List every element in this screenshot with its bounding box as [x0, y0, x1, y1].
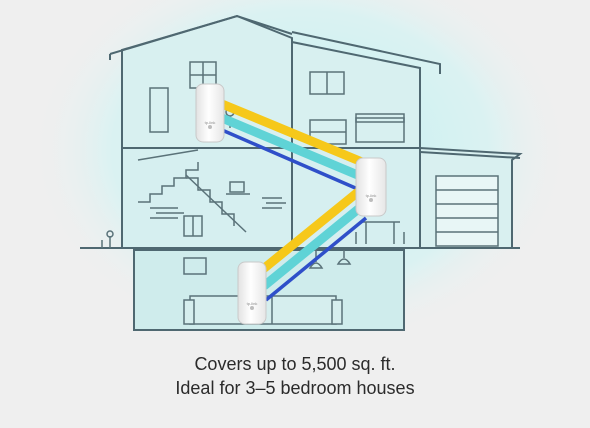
upper-floor-unit: tp-link	[196, 84, 224, 142]
garage-door	[436, 176, 498, 246]
house-size-text: Ideal for 3–5 bedroom houses	[0, 376, 590, 400]
house-illustration: tp-link tp-link tp-link	[0, 0, 590, 340]
coverage-text: Covers up to 5,500 sq. ft.	[0, 352, 590, 376]
basement-unit-logo: tp-link	[247, 301, 258, 306]
middle-floor-unit: tp-link	[356, 158, 386, 216]
middle-unit-logo: tp-link	[366, 193, 377, 198]
basement-unit: tp-link	[238, 262, 266, 324]
caption: Covers up to 5,500 sq. ft. Ideal for 3–5…	[0, 352, 590, 400]
upper-unit-logo: tp-link	[205, 120, 216, 125]
